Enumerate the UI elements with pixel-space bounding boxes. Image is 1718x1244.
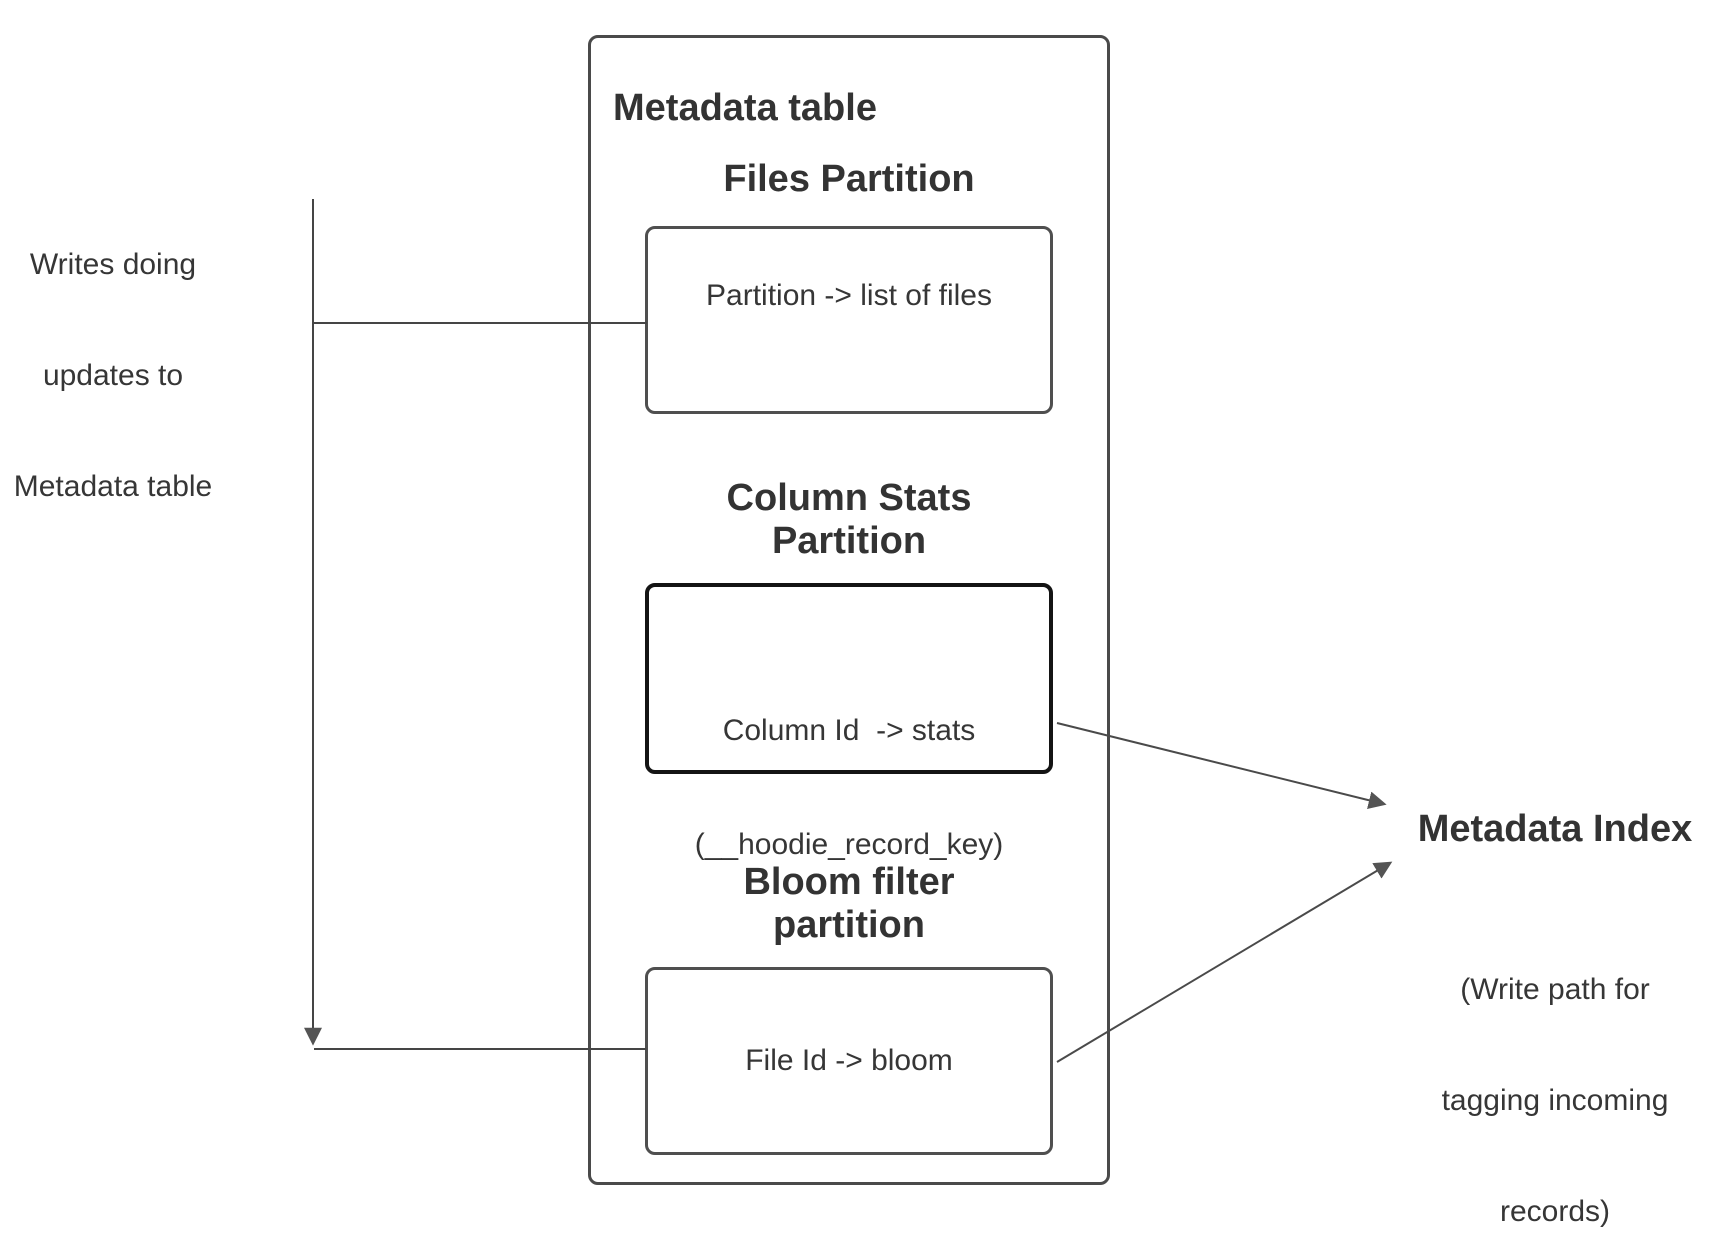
writes-note: Writes doing updates to Metadata table (3, 172, 223, 579)
metadata-index-note-line: tagging incoming (1441, 1084, 1669, 1117)
writes-note-line: updates to (42, 359, 184, 392)
bloom-filter-heading-line: Bloom filter (743, 861, 955, 903)
metadata-index-note-line: (Write path for (1460, 973, 1650, 1006)
metadata-table-title: Metadata table (613, 87, 877, 129)
column-stats-heading-line: Column Stats (726, 477, 972, 519)
column-stats-heading-line: Partition (771, 520, 927, 562)
metadata-index-title: Metadata Index (1417, 808, 1693, 850)
bloom-filter-mapping: File Id -> bloom (745, 1044, 953, 1077)
column-stats-partition-heading: Column Stats Partition (645, 477, 1053, 563)
bloom-filter-partition-heading: Bloom filter partition (645, 861, 1053, 947)
bloom-filter-partition-box (645, 967, 1053, 1155)
column-stats-mapping: Column Id -> stats (__hoodie_record_key) (645, 636, 1053, 940)
metadata-index-note-line: records) (1499, 1195, 1611, 1228)
column-stats-mapping-line: Column Id -> stats (722, 714, 976, 747)
writes-note-line: Writes doing (29, 248, 197, 281)
files-partition-heading: Files Partition (723, 158, 975, 200)
column-stats-mapping-line: (__hoodie_record_key) (694, 828, 1004, 861)
metadata-index-note: (Write path for tagging incoming records… (1395, 897, 1715, 1244)
files-partition-box (645, 226, 1053, 414)
bloom-filter-heading-line: partition (773, 904, 925, 946)
column-stats-partition-box (645, 583, 1053, 774)
writes-note-line: Metadata table (13, 470, 213, 503)
files-partition-mapping: Partition -> list of files (706, 279, 992, 312)
